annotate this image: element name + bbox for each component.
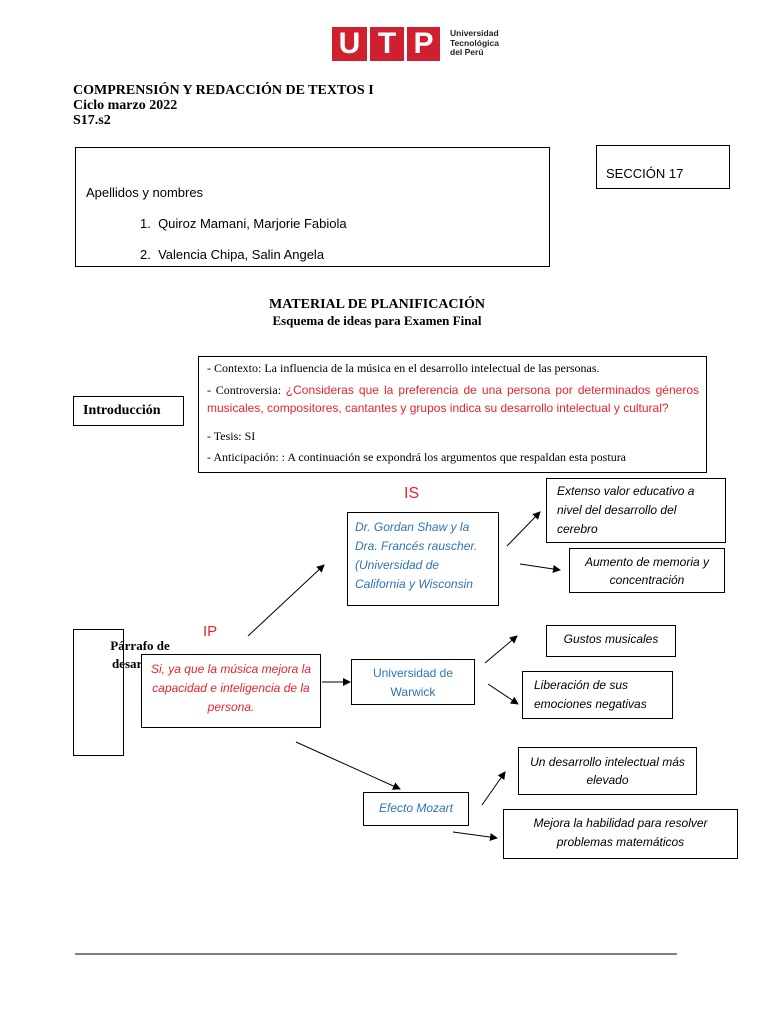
section-label: SECCIÓN 17 — [606, 166, 684, 181]
logo-letter-u: U — [332, 27, 367, 61]
controversy-prefix: - Controversia: — [207, 383, 286, 397]
logo-name-line: Tecnológica — [450, 37, 499, 48]
context-prefix: - Contexto: — [207, 361, 265, 375]
source-box-warwick: Universidad de Warwick — [351, 659, 475, 705]
logo-letter-t: T — [370, 27, 404, 61]
intro-controversy: - Controversia: ¿Consideras que la prefe… — [207, 381, 699, 417]
source-text: Universidad de Warwick — [372, 666, 454, 699]
source-text: Efecto Mozart — [378, 801, 454, 815]
arrow — [295, 741, 401, 790]
point-box: Gustos musicales — [546, 625, 676, 657]
session-code: S17.s2 — [73, 113, 111, 128]
point-text: Aumento de memoria y concentración — [584, 555, 710, 587]
main-idea-box: Si, ya que la música mejora la capacidad… — [141, 654, 321, 728]
point-box: Mejora la habilidad para resolver proble… — [503, 809, 738, 859]
controversy-text: ¿Consideras que la preferencia de una pe… — [207, 383, 699, 415]
logo-university-name: Universidad Tecnológica del Perú — [450, 28, 499, 58]
section-box: SECCIÓN 17 — [596, 145, 730, 189]
course-cycle: Ciclo marzo 2022 — [73, 98, 178, 113]
intro-label: Introducción — [83, 403, 161, 418]
source-text: Dr. Gordan Shaw y la Dra. Francés rausch… — [355, 520, 478, 591]
intro-content-box: - Contexto: La influencia de la música e… — [198, 356, 707, 473]
student-name: 1. Quiroz Mamani, Marjorie Fabiola — [140, 216, 347, 231]
students-box: Apellidos y nombres 1. Quiroz Mamani, Ma… — [75, 147, 550, 267]
point-text: Liberación de sus emociones negativas — [534, 678, 647, 711]
point-text: Extenso valor educativo a nivel del desa… — [557, 484, 695, 536]
intro-anticipation: - Anticipación: : A continuación se expo… — [207, 450, 627, 464]
point-box: Extenso valor educativo a nivel del desa… — [546, 478, 726, 543]
intro-thesis: - Tesis: SI — [207, 429, 256, 443]
student-name: 2. Valencia Chipa, Salin Angela — [140, 247, 325, 262]
page-subtitle: Esquema de ideas para Examen Final — [272, 313, 482, 328]
arrow — [487, 683, 519, 705]
arrow — [452, 831, 498, 842]
source-box-shaw-rauscher: Dr. Gordan Shaw y la Dra. Francés rausch… — [347, 512, 499, 606]
main-idea-text: Si, ya que la música mejora la capacidad… — [150, 662, 312, 714]
point-box: Liberación de sus emociones negativas — [522, 671, 673, 719]
ip-tag: IP — [203, 623, 218, 640]
arrow — [506, 511, 541, 547]
arrow — [519, 563, 561, 573]
logo-name-line: del Perú — [450, 47, 484, 57]
point-text: Mejora la habilidad para resolver proble… — [533, 816, 708, 849]
point-text: Un desarrollo intelectual más elevado — [530, 755, 685, 787]
arrow — [247, 564, 325, 637]
page-title: MATERIAL DE PLANIFICACIÓN — [269, 297, 485, 312]
course-title: COMPRENSIÓN Y REDACCIÓN DE TEXTOS I — [73, 83, 374, 98]
logo-name-line: Universidad — [450, 28, 499, 38]
students-label: Apellidos y nombres — [86, 185, 204, 200]
logo-letter-p: P — [407, 27, 440, 61]
point-box: Aumento de memoria y concentración — [569, 548, 725, 593]
arrow — [484, 635, 518, 664]
development-label-box — [73, 629, 124, 756]
point-box: Un desarrollo intelectual más elevado — [518, 747, 697, 795]
intro-label-box: Introducción — [73, 396, 184, 426]
point-text: Gustos musicales — [563, 632, 659, 646]
arrow — [481, 771, 506, 806]
is-tag: IS — [404, 485, 420, 502]
source-box-mozart: Efecto Mozart — [363, 792, 469, 826]
intro-context: - Contexto: La influencia de la música e… — [207, 361, 697, 376]
context-text: La influencia de la música en el desarro… — [264, 361, 600, 375]
